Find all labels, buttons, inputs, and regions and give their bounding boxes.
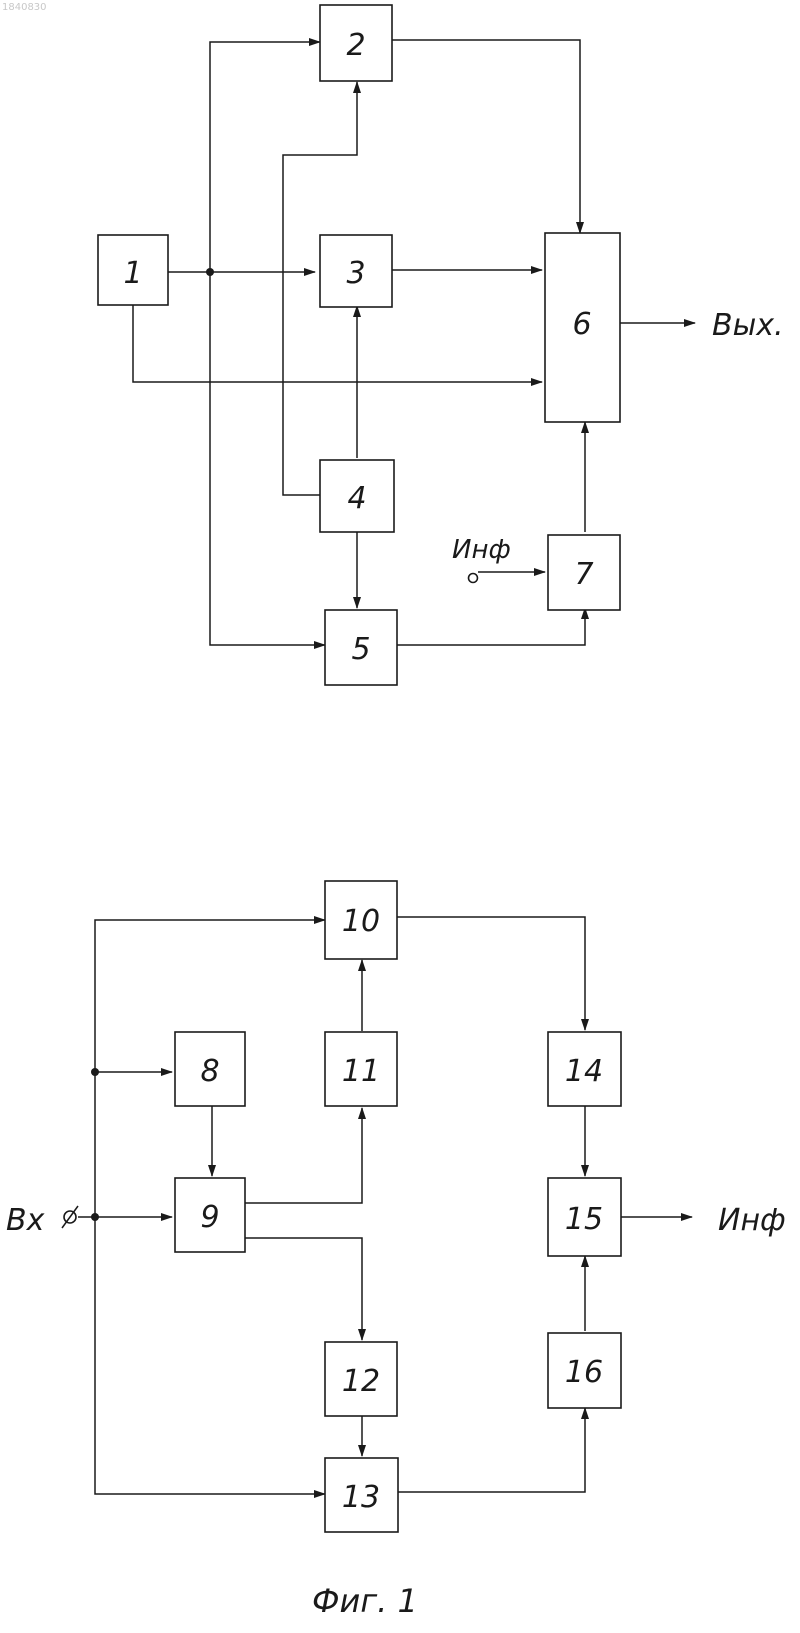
block-2: 2 <box>320 5 392 81</box>
block-16: 16 <box>548 1333 621 1408</box>
svg-text:4: 4 <box>347 481 366 516</box>
block-15: 15 <box>548 1178 621 1256</box>
inf-input-label: Инф <box>452 535 511 565</box>
figure-caption: Фиг. 1 <box>312 1582 418 1620</box>
top-blocks: 1 2 3 4 5 6 7 <box>98 5 620 685</box>
block-12: 12 <box>325 1342 397 1416</box>
output-label: Вых. <box>712 308 784 343</box>
block-8: 8 <box>175 1032 245 1106</box>
block-13: 13 <box>325 1458 398 1532</box>
svg-text:7: 7 <box>574 557 593 592</box>
block-1: 1 <box>98 235 168 305</box>
svg-text:11: 11 <box>342 1054 380 1089</box>
svg-text:5: 5 <box>351 632 370 667</box>
wire-5-to-7 <box>395 608 585 645</box>
block-3: 3 <box>320 235 392 307</box>
block-10: 10 <box>325 881 397 959</box>
wire-1-to-6 <box>133 303 542 382</box>
block-5: 5 <box>325 610 397 685</box>
svg-text:9: 9 <box>200 1200 219 1235</box>
svg-text:12: 12 <box>342 1364 380 1399</box>
input-label: Вх <box>6 1203 45 1238</box>
wire-9-to-12 <box>245 1238 362 1340</box>
svg-text:13: 13 <box>342 1480 380 1515</box>
junction-dot <box>91 1068 99 1076</box>
wire-junction-to-5 <box>210 272 325 645</box>
svg-text:16: 16 <box>565 1355 603 1390</box>
junction-dot <box>91 1213 99 1221</box>
block-9: 9 <box>175 1178 245 1252</box>
wire-9-to-11 <box>245 1108 362 1203</box>
block-14: 14 <box>548 1032 621 1106</box>
block-7: 7 <box>548 535 620 610</box>
svg-text:15: 15 <box>565 1202 603 1237</box>
block-11: 11 <box>325 1032 397 1106</box>
svg-text:14: 14 <box>565 1054 603 1089</box>
block-4: 4 <box>320 460 394 532</box>
wire-trunk-to-13 <box>95 1217 325 1494</box>
svg-text:8: 8 <box>200 1054 219 1089</box>
document-number: 1840830 <box>2 2 47 13</box>
svg-text:6: 6 <box>572 307 591 342</box>
wire-2-to-6 <box>390 40 580 233</box>
wire-10-to-14 <box>397 917 585 1030</box>
bottom-blocks: 8 9 10 11 12 13 14 15 <box>175 881 621 1532</box>
svg-text:1: 1 <box>123 256 142 291</box>
wire-junction-to-2 <box>210 42 320 272</box>
wire-13-to-16 <box>398 1408 585 1492</box>
svg-text:3: 3 <box>346 256 365 291</box>
svg-text:2: 2 <box>346 28 365 63</box>
junction-dot <box>206 268 214 276</box>
svg-text:10: 10 <box>342 904 380 939</box>
inf-input-terminal <box>469 574 478 583</box>
inf-output-label: Инф <box>718 1203 786 1238</box>
block-6: 6 <box>545 233 620 422</box>
